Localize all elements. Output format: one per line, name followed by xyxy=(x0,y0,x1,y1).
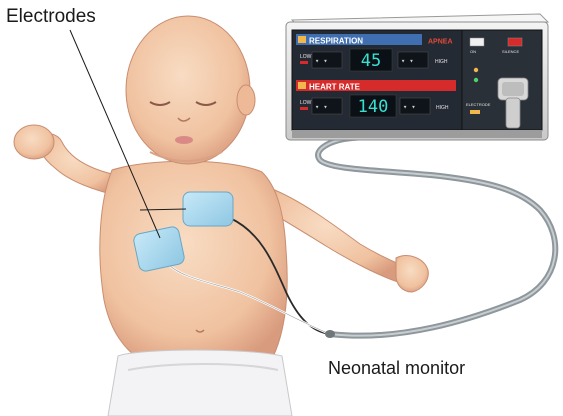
baby-left-fist xyxy=(14,125,54,159)
monitor-base xyxy=(292,130,542,138)
respiration-label: RESPIRATION xyxy=(309,37,363,46)
baby-mouth xyxy=(175,136,193,144)
heart-rate-badge xyxy=(298,82,306,89)
hr-high-label: HIGH xyxy=(436,105,449,111)
electrode-pad-upper xyxy=(183,192,233,226)
silence-label: SILENCE xyxy=(502,49,519,54)
baby-ear xyxy=(237,85,255,115)
monitor-cable xyxy=(318,126,555,336)
electrodes-label: Electrodes xyxy=(6,6,96,28)
status-led-amber xyxy=(474,68,478,72)
hr-high-setting-ticks: ▾ ▾ xyxy=(403,103,416,111)
resp-high-setting-ticks: ▾ ▾ xyxy=(401,57,414,65)
neonatal-monitor-device: RESPIRATION APNEA LOW ▾ ▾ 45 ▾ ▾ HIGH HE… xyxy=(286,14,548,140)
heart-rate-label: HEART RATE xyxy=(309,83,361,92)
on-label: ON xyxy=(470,49,476,54)
hr-low-setting-ticks: ▾ ▾ xyxy=(315,103,328,111)
respiration-value: 45 xyxy=(361,51,381,71)
electrode-indicator xyxy=(470,110,480,114)
resp-low-setting-ticks: ▾ ▾ xyxy=(315,57,328,65)
respiration-badge xyxy=(298,36,306,43)
monitor-cable-highlight xyxy=(318,126,555,336)
on-button xyxy=(470,38,484,46)
status-led-green xyxy=(474,78,478,82)
apnea-label: APNEA xyxy=(428,39,453,46)
neonatal-monitor-label: Neonatal monitor xyxy=(328,358,465,379)
cable-connector-node xyxy=(325,330,335,338)
electrode-label: ELECTRODE xyxy=(466,102,491,107)
hr-low-indicator xyxy=(300,107,308,110)
heart-rate-value: 140 xyxy=(358,97,389,117)
baby-diaper xyxy=(108,350,292,416)
resp-low-label: LOW xyxy=(300,54,312,60)
silence-button xyxy=(508,38,522,46)
hr-low-label: LOW xyxy=(300,100,312,106)
resp-high-label: HIGH xyxy=(435,59,448,65)
resp-low-indicator xyxy=(300,61,308,64)
baby-right-hand xyxy=(396,256,428,292)
